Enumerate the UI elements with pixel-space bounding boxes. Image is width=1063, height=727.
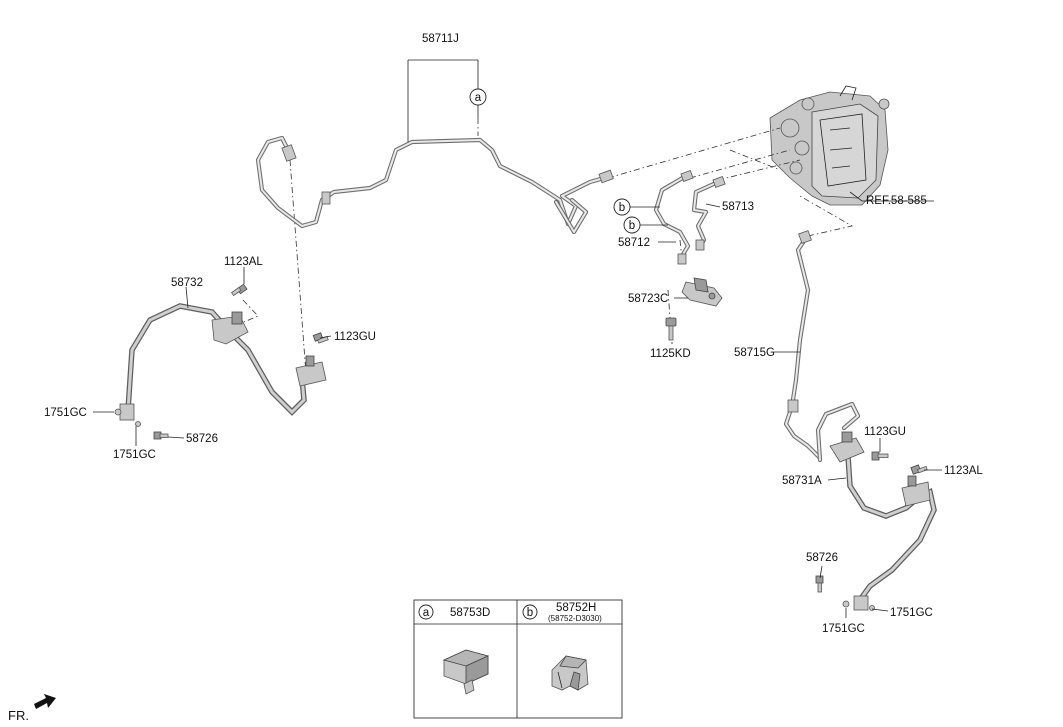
fr-label: FR. <box>8 708 29 723</box>
label-58715G: 58715G <box>734 347 775 359</box>
label-58731A: 58731A <box>782 475 822 487</box>
label-58723C: 58723C <box>628 293 668 305</box>
marker-a-text: a <box>475 92 482 104</box>
label-ref-58-585: REF.58-585 <box>866 195 927 207</box>
label-1123AL-left: 1123AL <box>224 256 263 268</box>
left-bolts <box>153 283 329 440</box>
label-58726-right: 58726 <box>806 552 838 564</box>
marker-b-1: b <box>613 198 631 216</box>
label-1751GC-right-1: 1751GC <box>822 623 865 635</box>
legend-sub-58752-D3030: (58752-D3030) <box>548 614 602 623</box>
clip-58753D-drawing <box>442 649 490 695</box>
label-58732: 58732 <box>171 277 203 289</box>
marker-b2-text: b <box>629 220 635 232</box>
label-1751GC-right-2: 1751GC <box>890 607 933 619</box>
brake-hose-58732 <box>114 303 327 427</box>
bracket-58723C <box>681 277 723 307</box>
label-58712: 58712 <box>618 237 650 249</box>
center-lines <box>242 118 854 375</box>
label-1123GU-left: 1123GU <box>334 331 376 343</box>
front-arrow-icon <box>34 694 56 709</box>
label-1123AL-right: 1123AL <box>944 465 983 477</box>
label-58726-left: 58726 <box>186 433 218 445</box>
right-bolts <box>815 451 928 593</box>
brake-tubes-58712-58713 <box>653 170 726 265</box>
marker-a: a <box>469 88 487 106</box>
clip-58752H-drawing <box>551 655 589 691</box>
label-58713: 58713 <box>722 201 754 213</box>
label-1125KD: 1125KD <box>650 348 691 360</box>
legend-marker-b: b <box>527 607 533 619</box>
label-1751GC-left-2: 1751GC <box>113 449 156 461</box>
part-labels: 58711J 58732 1123AL 1123GU 1751GC 1751GC… <box>44 33 983 635</box>
marker-b1-text: b <box>619 202 625 214</box>
front-direction-indicator: FR. <box>8 694 56 723</box>
label-1123GU-right: 1123GU <box>864 426 906 438</box>
brake-hose-58731A <box>829 431 937 611</box>
brake-tube-58711J <box>255 135 614 235</box>
bolt-1125KD <box>665 317 677 341</box>
abs-hydraulic-unit <box>769 85 890 206</box>
clip-legend-table: a 58753D b 58752H (58752-D3030) <box>413 599 623 719</box>
label-58711J: 58711J <box>422 33 459 45</box>
legend-part-58752H: 58752H <box>556 602 596 614</box>
label-1751GC-left-1: 1751GC <box>44 407 87 419</box>
legend-part-58753D: 58753D <box>450 607 490 619</box>
marker-b-2: b <box>623 216 641 234</box>
legend-marker-a: a <box>423 607 430 619</box>
brake-tube-58715G <box>783 230 861 463</box>
